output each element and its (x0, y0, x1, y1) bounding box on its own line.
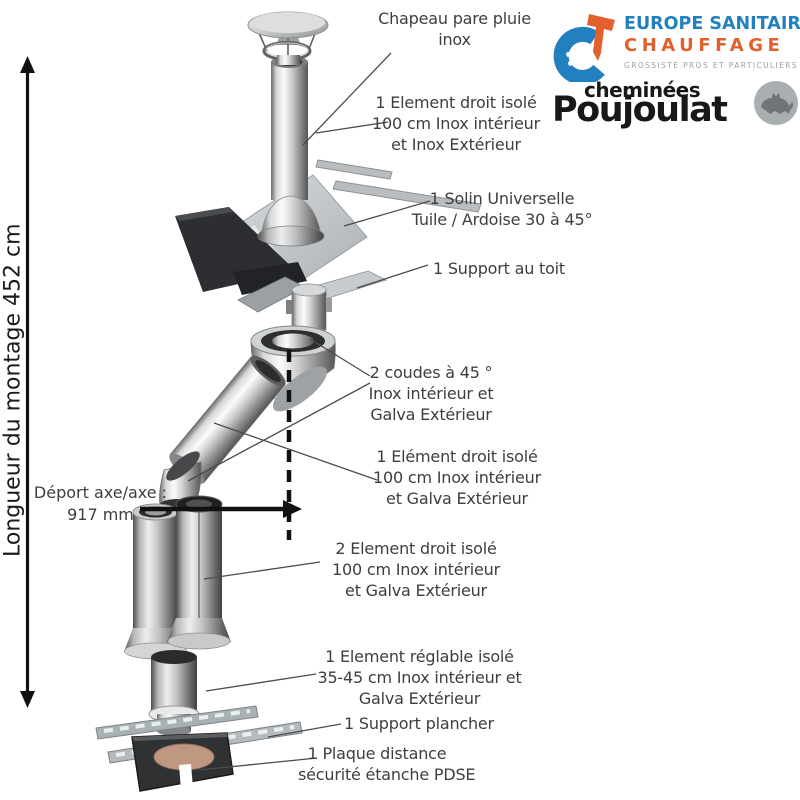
poujoulat-logo: cheminées Poujoulat (552, 76, 800, 130)
length-arrow (20, 56, 35, 708)
label-support-toit: 1 Support au toit (432, 259, 565, 278)
esc-logo: EUROPE SANITAIRE CHAUFFAGE GROSSISTE PRO… (552, 6, 800, 84)
support-au-toit (237, 270, 388, 331)
leader-reglable (205, 673, 317, 692)
elements-droits-doubles (124, 495, 231, 660)
leader-coude-haut (309, 338, 371, 377)
leader-chapeau (302, 52, 392, 146)
label-plaque: 1 Plaque distance sécurité étanche PDSE (298, 744, 476, 785)
poujoulat-cat-icon (754, 81, 798, 125)
label-element-galva: 1 Elément droit isolé 100 cm Inox intéri… (373, 447, 541, 509)
leader-support-plancher (267, 723, 342, 738)
leader-lines (187, 52, 431, 771)
esc-logo-icon (553, 14, 615, 82)
rain-cap (247, 11, 329, 65)
leader-support-toit (356, 264, 429, 289)
offset-label: Déport axe/axe : (33, 483, 168, 502)
label-reglable: 1 Element réglable isolé 35-45 cm Inox i… (317, 647, 522, 709)
label-solin: 1 Solin Universelle Tuile / Ardoise 30 à… (411, 189, 593, 230)
lead-flashing (175, 207, 307, 295)
label-element2-galva: 2 Element droit isolé 100 cm Inox intéri… (332, 539, 500, 601)
leader-solin (343, 200, 431, 227)
label-coudes: 2 coudes à 45 ° Inox intérieur et Galva … (368, 363, 494, 425)
esc-line3: GROSSISTE PROS ET PARTICULIERS (624, 61, 799, 70)
total-length-measure: Longueur du montage 452 cm (0, 223, 26, 557)
plaque-pdse (131, 732, 234, 792)
label-support-plancher: 1 Support plancher (344, 714, 494, 733)
poujoulat-cheminees-text: cheminées (584, 78, 701, 102)
esc-line1: EUROPE SANITAIRE (624, 14, 800, 34)
offset-value: 917 mm (67, 504, 134, 524)
offset-arrow (140, 500, 302, 518)
esc-logo-text: EUROPE SANITAIRE CHAUFFAGE GROSSISTE PRO… (624, 14, 800, 70)
leader-element-inox (315, 121, 389, 134)
poujoulat-wordmark: Poujoulat (552, 90, 728, 130)
leader-plaque (198, 757, 318, 771)
leader-element2 (203, 561, 321, 580)
leader-coude-bas (187, 382, 371, 482)
storm-collar-cone (257, 195, 325, 247)
label-element-inox: 1 Element droit isolé 100 cm Inox intéri… (372, 93, 540, 155)
element-droit-inox (271, 56, 308, 200)
label-chapeau: Chapeau pare pluie inox (378, 9, 531, 50)
leader-element-galva (213, 422, 378, 481)
solin-rails (315, 159, 482, 213)
offset-measure: Déport axe/axe : 917 mm (28, 482, 173, 525)
esc-line2: CHAUFFAGE (624, 35, 785, 56)
